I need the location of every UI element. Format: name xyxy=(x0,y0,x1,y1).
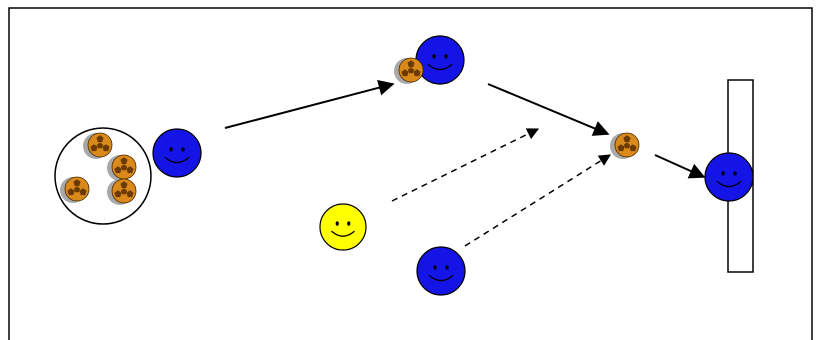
ball-mid xyxy=(610,132,640,159)
balls-layer xyxy=(60,57,640,205)
player-neutral xyxy=(319,203,367,251)
player-start-eye-right xyxy=(181,147,185,152)
ball-2-patch xyxy=(120,164,128,171)
player-bottom-eye-right xyxy=(445,265,449,270)
ball-3-patch xyxy=(73,186,81,193)
ball-1 xyxy=(83,132,113,159)
player-start-smile xyxy=(164,156,190,164)
ball-top-patch xyxy=(407,67,415,74)
ball-top-patch xyxy=(401,69,409,77)
goalkeeper-eye-right xyxy=(733,171,737,176)
player-start-eye-left xyxy=(169,147,173,152)
ball-4-patch xyxy=(120,188,128,195)
player-neutral-face xyxy=(319,203,367,251)
ball-4-patch xyxy=(126,190,134,198)
player-neutral-eye-right xyxy=(347,221,351,226)
player-neutral-eye-left xyxy=(335,221,339,226)
ball-2-patch xyxy=(114,166,122,174)
ball-2 xyxy=(107,154,137,181)
goalkeeper-eye-left xyxy=(721,171,725,176)
players-layer xyxy=(152,35,754,296)
pass-arrows xyxy=(224,79,706,247)
arrow-pass-2 xyxy=(487,83,610,136)
ball-1-patch xyxy=(102,144,110,152)
player-neutral-smile xyxy=(331,230,355,237)
ball-3-patch xyxy=(67,188,75,196)
arrow-pass-1 xyxy=(224,79,395,129)
player-bottom-smile xyxy=(428,274,454,282)
player-bottom xyxy=(416,246,466,296)
ball-4-patch xyxy=(114,190,122,198)
player-bottom-eye-left xyxy=(433,265,437,270)
player-top xyxy=(415,35,465,85)
ball-1-patch xyxy=(96,135,104,143)
player-top-face xyxy=(415,35,465,85)
player-start-face xyxy=(152,128,202,178)
player-top-eye-left xyxy=(432,54,436,59)
arrow-shot xyxy=(654,154,706,179)
ball-top-patch xyxy=(407,60,415,68)
ball-4-patch xyxy=(120,181,128,189)
arrow-run-bottom xyxy=(464,154,612,247)
player-top-smile xyxy=(427,63,453,71)
player-bottom-face xyxy=(416,246,466,296)
ball-top-patch xyxy=(413,69,421,77)
ball-3-patch xyxy=(73,179,81,187)
ball-3 xyxy=(60,176,90,203)
player-top-eye-right xyxy=(444,54,448,59)
ball-1-patch xyxy=(96,142,104,149)
field-frame xyxy=(8,7,813,340)
arrow-run-neutral xyxy=(391,128,540,202)
ball-mid-patch xyxy=(623,135,631,143)
goalkeeper xyxy=(704,152,754,202)
ball-1-patch xyxy=(90,144,98,152)
ball-mid-patch xyxy=(629,144,637,152)
ball-4 xyxy=(107,178,137,205)
ball-2-patch xyxy=(126,166,134,174)
goalkeeper-smile xyxy=(716,180,742,188)
ball-3-patch xyxy=(79,188,87,196)
goalkeeper-face xyxy=(704,152,754,202)
ball-2-patch xyxy=(120,157,128,165)
player-start xyxy=(152,128,202,178)
ball-top xyxy=(394,57,424,84)
ball-mid-patch xyxy=(617,144,625,152)
ball-mid-patch xyxy=(623,142,631,149)
